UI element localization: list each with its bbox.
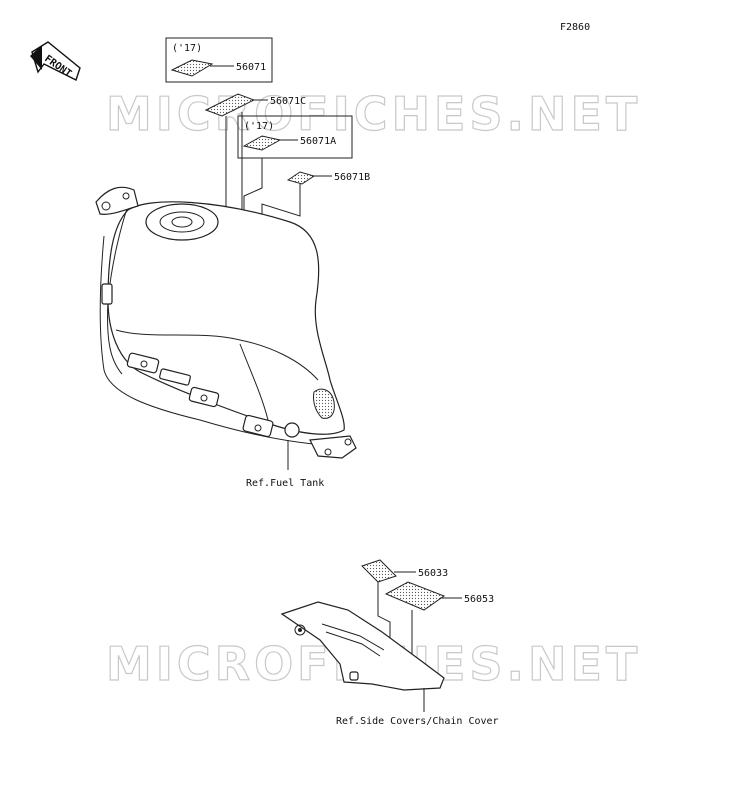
label-part-56053[interactable] [384, 581, 446, 611]
side-cover[interactable] [280, 601, 445, 691]
callout-56071: 56071 [236, 62, 266, 73]
year-box-1 [165, 37, 273, 83]
callout-56033: 56033 [418, 568, 448, 579]
label-part-56071B[interactable] [286, 171, 316, 185]
fuel-tank[interactable] [95, 186, 357, 459]
watermark-top: MICROFICHES.NET [106, 87, 641, 141]
ref-fuel-tank: Ref.Fuel Tank [246, 478, 324, 489]
ref-side-covers: Ref.Side Covers/Chain Cover [336, 716, 499, 727]
year-box-2 [237, 115, 353, 159]
front-arrow-icon: FRONT [30, 41, 81, 81]
callout-56071C: 56071C [270, 96, 306, 107]
callout-56071B: 56071B [334, 172, 370, 183]
callout-56071A: 56071A [300, 136, 336, 147]
year-label-1: ('17) [172, 43, 202, 54]
year-label-2: ('17) [244, 121, 274, 132]
label-part-56071[interactable] [170, 59, 214, 77]
callout-56053: 56053 [464, 594, 494, 605]
label-part-56033[interactable] [361, 559, 397, 583]
figure-code: F2860 [560, 22, 590, 33]
